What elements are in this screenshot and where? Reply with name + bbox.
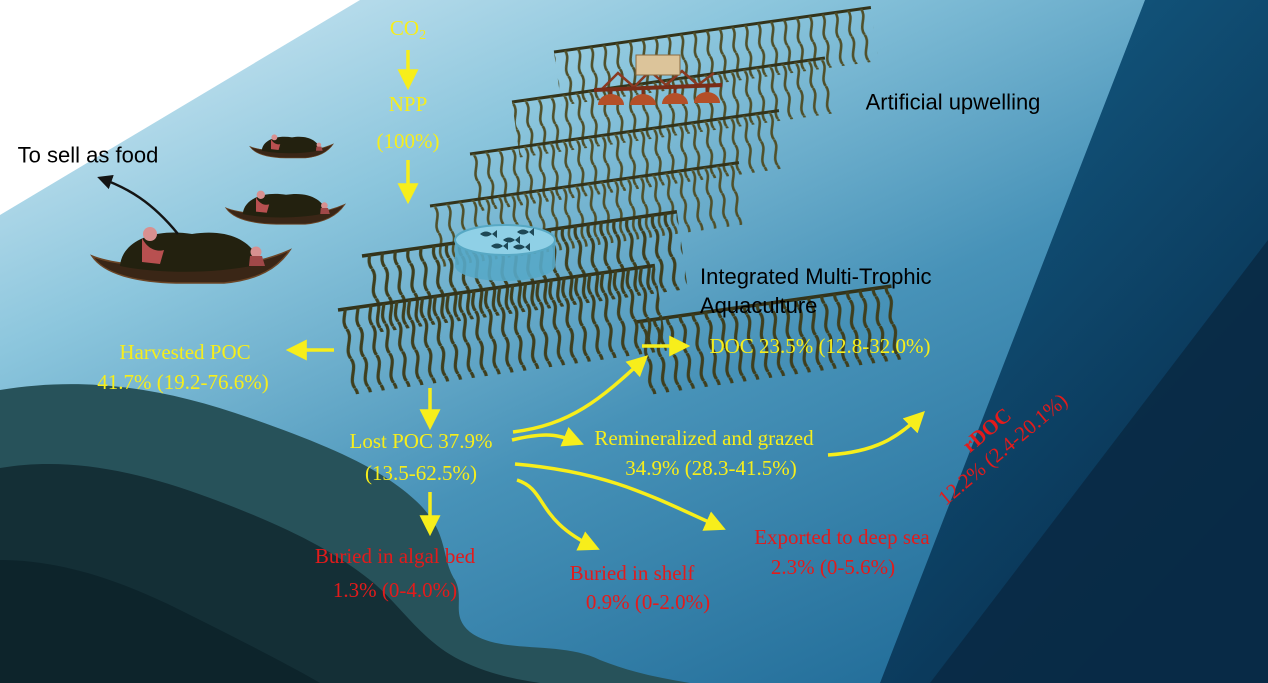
label-lost-poc-pct: (13.5-62.5%) [365,460,477,485]
kelp-row [635,284,902,396]
kelp-row [469,109,788,212]
upwelling-platform-icon [593,54,723,105]
arrow-lost-poc-to-buried-shelf [516,478,600,551]
label-doc: DOC 23.5% (12.8-32.0%) [709,333,931,358]
label-exported-deep-sea-pct: 2.3% (0-5.6%) [770,554,896,579]
label-co2: CO2 [389,15,427,43]
label-harvested-poc: Harvested POC [119,339,251,364]
arrow-lost-poc-to-exported [514,462,726,531]
label-to-sell-as-food: To sell as food [17,142,159,168]
arrow-lost-poc-to-doc [512,355,649,434]
label-harvested-poc-pct: 41.7% (19.2-76.6%) [97,369,269,394]
label-buried-algal-bed-pct: 1.3% (0-4.0%) [332,577,458,602]
label-remineralized: Remineralized and grazed [594,425,814,450]
kelp-row [511,56,833,158]
label-artificial-upwelling: Artificial upwelling [865,89,1041,115]
kelp-farm [337,5,902,396]
label-lost-poc: Lost POC 37.9% [349,428,493,453]
arrow-lost-poc-to-remineralized [511,426,584,447]
label-buried-algal-bed: Buried in algal bed [314,543,476,568]
sky-corner [0,0,360,215]
kelp-row [553,5,879,106]
label-remineralized-pct: 34.9% (28.3-41.5%) [625,455,797,480]
label-imta: Integrated Multi-Trophic Aquaculture [700,264,932,318]
label-buried-shelf-pct: 0.9% (0-2.0%) [585,589,711,614]
arrow-remineralized-to-rdoc [827,411,925,457]
fish-pen-icon [454,224,556,281]
label-exported-deep-sea: Exported to deep sea [754,524,930,549]
co2-subscript: 2 [419,27,427,43]
arrow-boat-to-sell-as-food [97,174,179,235]
label-buried-shelf: Buried in shelf [569,560,695,585]
label-npp-pct: (100%) [376,128,440,153]
label-npp: NPP [388,91,428,116]
deep-sea-shadow [930,240,1268,683]
seafloor-dark [0,560,320,683]
flow-arrows [285,50,925,551]
kelp-row [337,263,667,396]
